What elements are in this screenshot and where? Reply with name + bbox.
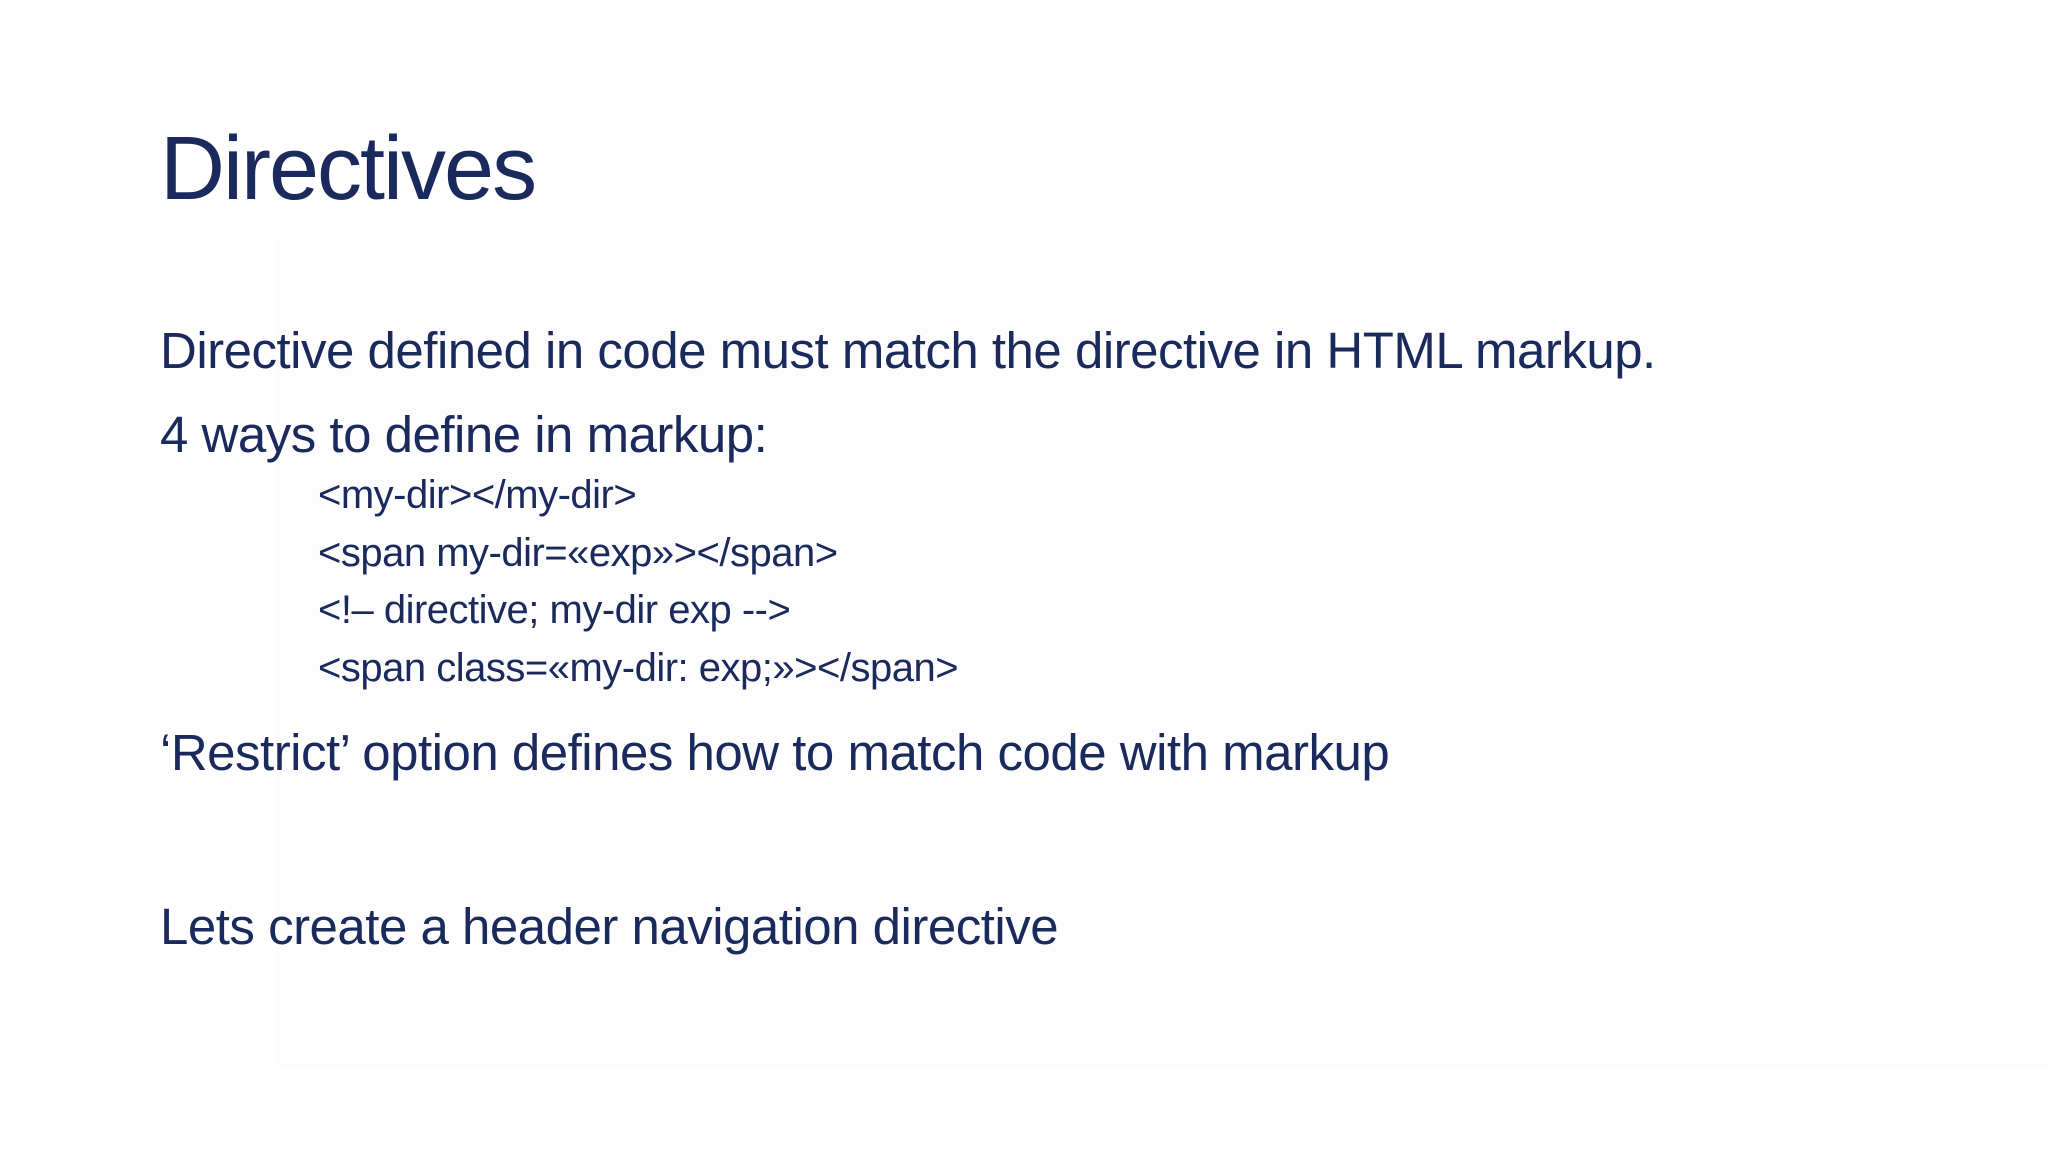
- body-line-match-rule: Directive defined in code must match the…: [160, 322, 1656, 379]
- code-line-element-directive: <my-dir></my-dir>: [318, 473, 637, 517]
- code-line-comment-directive: <!– directive; my-dir exp -->: [318, 588, 791, 632]
- body-line-lets-create: Lets create a header navigation directiv…: [160, 898, 1059, 955]
- code-line-attribute-directive: <span my-dir=«exp»></span>: [318, 531, 838, 575]
- slide-title: Directives: [160, 119, 537, 219]
- code-line-class-directive: <span class=«my-dir: exp;»></span>: [318, 646, 959, 690]
- content-placeholder-tint: [276, 240, 2048, 1066]
- body-line-restrict-option: ‘Restrict’ option defines how to match c…: [160, 724, 1390, 781]
- body-line-four-ways: 4 ways to define in markup:: [160, 406, 768, 463]
